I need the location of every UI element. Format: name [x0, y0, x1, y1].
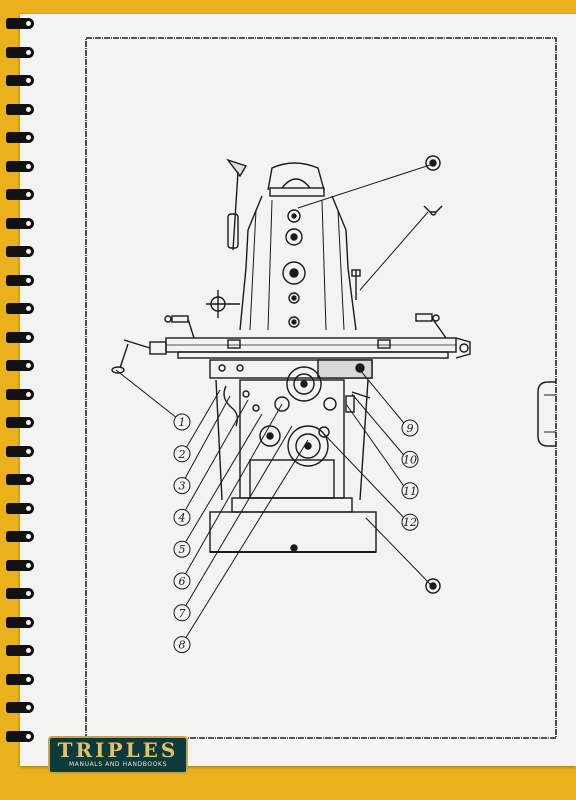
binding-ring — [6, 217, 34, 229]
callout-number: 5 — [179, 543, 186, 556]
binding-ring — [6, 189, 34, 200]
callout-9: 9 — [401, 419, 419, 437]
binding-ring — [6, 18, 34, 29]
binding-ring — [6, 559, 34, 571]
binding-ring — [6, 103, 34, 115]
callout-number: 1 — [179, 416, 186, 429]
callout-number: 12 — [403, 516, 417, 529]
binding-ring — [6, 246, 34, 257]
callout-number: 3 — [179, 480, 186, 493]
callout-7: 7 — [173, 604, 191, 622]
callout-10: 10 — [401, 450, 419, 468]
callout-number: 10 — [403, 453, 417, 466]
callout-5: 5 — [173, 540, 191, 558]
callout-number: 6 — [179, 575, 186, 588]
page-border-frame — [85, 37, 557, 739]
callout-number: 7 — [179, 607, 186, 620]
binding-ring — [6, 673, 34, 685]
callout-number: 8 — [179, 639, 186, 652]
callouts-left: 1 2 3 4 5 6 7 8 — [173, 413, 191, 654]
binding-ring — [6, 616, 34, 628]
manual-page — [20, 14, 576, 766]
binding-ring — [6, 702, 34, 713]
binding-ring — [6, 588, 34, 599]
callout-2: 2 — [173, 445, 191, 463]
binding-ring — [6, 388, 34, 400]
callout-12: 12 — [401, 513, 419, 531]
loose-parts — [423, 155, 443, 594]
milling-machine-drawing — [111, 158, 471, 553]
adjacent-figure-edge — [537, 381, 556, 447]
binding-ring — [6, 331, 34, 343]
binding-ring — [6, 132, 34, 143]
binding-ring — [6, 417, 34, 428]
logo-title: TRIPLES — [57, 738, 179, 762]
callout-number: 2 — [178, 448, 186, 461]
binding-ring — [6, 46, 34, 58]
binding-ring — [6, 474, 34, 485]
callout-6: 6 — [173, 572, 191, 590]
binding-ring — [6, 274, 34, 286]
binding-ring — [6, 360, 34, 371]
binding-ring — [6, 445, 34, 457]
binding-ring — [6, 502, 34, 514]
callout-number: 11 — [403, 485, 417, 498]
callout-8: 8 — [173, 636, 191, 654]
leader-lines — [115, 164, 433, 645]
binding-ring — [6, 303, 34, 314]
binding-ring — [6, 75, 34, 86]
callout-1: 1 — [173, 413, 191, 431]
triples-logo: TRIPLES MANUALS AND HANDBOOKS — [48, 736, 188, 774]
callout-number: 9 — [407, 422, 414, 435]
callout-11: 11 — [401, 482, 419, 500]
binding-ring — [6, 730, 34, 742]
callout-3: 3 — [173, 477, 191, 495]
logo-subtitle: MANUALS AND HANDBOOKS — [69, 761, 167, 768]
binding-ring — [6, 160, 34, 172]
binding-ring — [6, 531, 34, 542]
spiral-binding — [0, 18, 34, 758]
callout-4: 4 — [173, 508, 191, 526]
callouts-right: 9 10 11 12 — [401, 419, 419, 531]
binding-ring — [6, 645, 34, 656]
callout-number: 4 — [178, 511, 186, 524]
